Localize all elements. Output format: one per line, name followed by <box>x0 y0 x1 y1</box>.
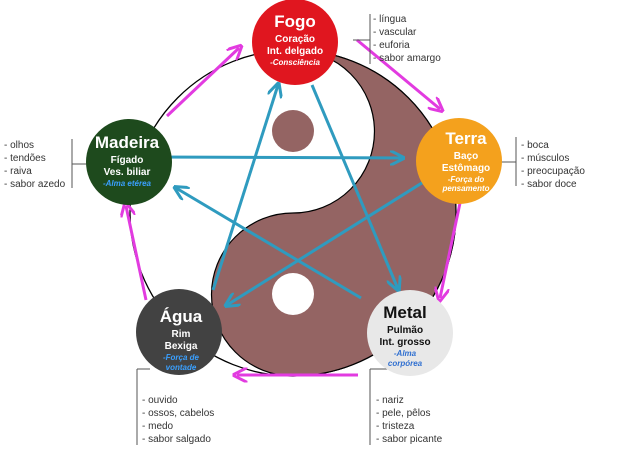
terra-attribute: - preocupação <box>521 166 585 177</box>
element-terra: Terra Baço Estômago -Força do pensamento <box>416 118 502 204</box>
element-madeira: Madeira Fígado Ves. biliar -Alma etérea <box>86 119 172 205</box>
madeira-organ-2: Ves. biliar <box>104 167 151 178</box>
element-agua: Água Rim Bexiga -Força de vontade <box>136 289 222 375</box>
metal-aspect-1: -Alma <box>394 349 417 358</box>
agua-name: Água <box>160 307 203 326</box>
arrow-madeira-to-fogo <box>165 48 239 118</box>
agua-attribute: - medo <box>142 421 174 432</box>
arrow-fogo-to-terra <box>356 38 440 109</box>
metal-attributes: - nariz - pele, pêlos - tristeza - sabor… <box>376 395 443 445</box>
metal-attribute: - tristeza <box>376 421 415 432</box>
agua-organ-1: Rim <box>172 329 191 340</box>
terra-aspect-2: pensamento <box>441 184 489 193</box>
bracket-madeira <box>71 139 88 188</box>
terra-circle <box>416 118 502 204</box>
fogo-circle <box>252 0 338 85</box>
madeira-attribute: - tendões <box>4 153 46 164</box>
fogo-attribute: - língua <box>373 14 407 25</box>
terra-attribute: - músculos <box>521 153 569 164</box>
element-fogo: Fogo Coração Int. delgado -Consciência <box>252 0 338 85</box>
agua-circle <box>136 289 222 375</box>
bracket-fogo <box>353 14 371 64</box>
madeira-attribute: - sabor azedo <box>4 179 66 190</box>
arrow-fogo-to-metal <box>310 84 398 289</box>
control-cycle-arrows <box>152 84 442 305</box>
arrow-madeira-to-terra <box>152 157 402 158</box>
metal-name: Metal <box>383 303 426 322</box>
metal-circle <box>367 290 453 376</box>
metal-organ-1: Pulmão <box>387 325 423 336</box>
fogo-attribute: - euforia <box>373 40 410 51</box>
madeira-attributes: - olhos - tendões - raiva - sabor azedo <box>4 140 66 190</box>
agua-aspect-2: vontade <box>166 363 197 372</box>
arrow-metal-to-madeira <box>176 188 362 300</box>
metal-attribute: - pele, pêlos <box>376 408 430 419</box>
madeira-attribute: - raiva <box>4 166 32 177</box>
madeira-aspect: -Alma etérea <box>103 179 152 188</box>
arrow-terra-to-metal <box>440 202 462 298</box>
arrow-agua-to-madeira <box>126 206 148 301</box>
agua-attribute: - sabor salgado <box>142 434 211 445</box>
fogo-attribute: - sabor amargo <box>373 53 441 64</box>
metal-organ-2: Int. grosso <box>379 337 430 348</box>
fogo-name: Fogo <box>274 12 316 31</box>
terra-attributes: - boca - músculos - preocupação - sabor … <box>521 140 585 190</box>
terra-attribute: - sabor doce <box>521 179 577 190</box>
metal-aspect-2: corpórea <box>388 359 423 368</box>
terra-organ-1: Baço <box>454 151 478 162</box>
fogo-attributes: - língua - vascular - euforia - sabor am… <box>373 14 441 64</box>
madeira-organ-1: Fígado <box>111 155 144 166</box>
fogo-attribute: - vascular <box>373 27 417 38</box>
terra-attribute: - boca <box>521 140 549 151</box>
arrow-agua-to-fogo <box>211 85 278 291</box>
agua-attribute: - ossos, cabelos <box>142 408 214 419</box>
agua-attributes: - ouvido - ossos, cabelos - medo - sabor… <box>142 395 214 445</box>
fogo-organ-1: Coração <box>275 34 315 45</box>
terra-name: Terra <box>445 129 487 148</box>
madeira-circle <box>86 119 172 205</box>
agua-aspect-1: -Força de <box>163 353 200 362</box>
madeira-attribute: - olhos <box>4 140 34 151</box>
yin-dot <box>272 110 314 152</box>
bracket-agua <box>136 368 150 445</box>
fogo-aspect: -Consciência <box>270 58 320 67</box>
madeira-name: Madeira <box>95 133 160 152</box>
element-metal: Metal Pulmão Int. grosso -Alma corpórea <box>367 290 453 376</box>
fogo-organ-2: Int. delgado <box>267 46 323 57</box>
generating-cycle-arrows <box>126 38 462 375</box>
agua-attribute: - ouvido <box>142 395 178 406</box>
terra-organ-2: Estômago <box>442 163 490 174</box>
terra-aspect-1: -Força do <box>448 175 485 184</box>
arrow-terra-to-agua <box>227 169 442 305</box>
metal-attribute: - nariz <box>376 395 404 406</box>
metal-attribute: - sabor picante <box>376 434 443 445</box>
yang-dot <box>272 273 314 315</box>
agua-organ-2: Bexiga <box>165 341 198 352</box>
